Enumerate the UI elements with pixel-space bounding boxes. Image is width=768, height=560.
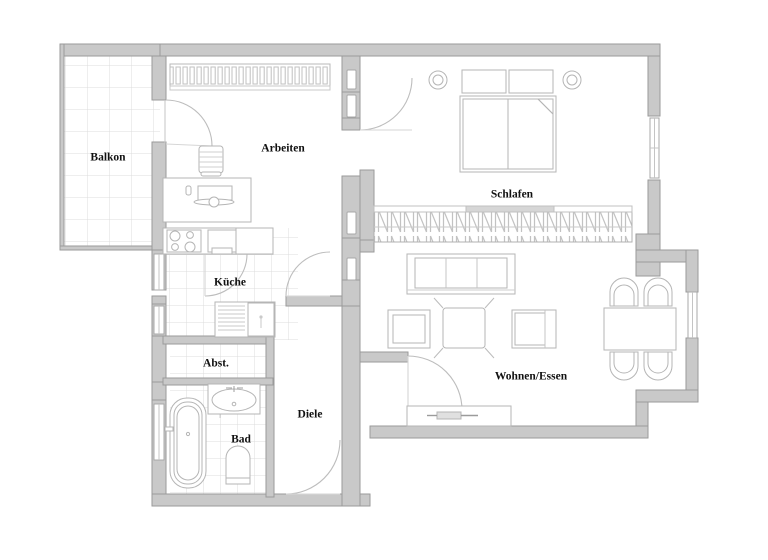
desk-stand [208,196,220,208]
mouse [185,185,192,196]
window-center-2 [346,94,357,118]
dining-table [603,307,677,351]
bad-furniture [164,383,261,489]
wall-right-upper-b [647,179,661,235]
wall-right-top [647,55,661,117]
kueche-furniture [162,227,276,338]
wall-balkon-arbeiten-upper [151,55,167,101]
room-label-bad: Bad [231,434,251,446]
counter-right [235,227,274,255]
room-label-diele: Diele [298,409,323,421]
door-diele-bad [285,439,341,495]
room-label-kueche: Küche [214,277,246,289]
appliance-row [214,301,276,338]
abst-floor [170,342,266,382]
toilet [225,445,251,485]
door-diele-wohnen [407,355,463,411]
window-right-schlafen [649,117,660,179]
chair-3 [609,351,639,381]
armchair-left [387,309,431,349]
wall-center-top-c [341,117,361,131]
room-label-abst: Abst. [203,358,229,370]
wall-center-mid-c [341,279,361,307]
window-bay-right [687,291,698,339]
window-left-kueche [153,253,165,291]
media-console [406,405,512,427]
wall-bay-bottom [635,389,699,403]
window-center-3 [346,211,357,235]
wall-schlafen-left [359,169,375,241]
washbasin [207,383,261,415]
windows [153,69,698,461]
cooktop [166,229,202,253]
wall-top-balkon [59,43,161,57]
pillow-left [461,69,507,94]
sofa [406,253,516,295]
chair-1 [609,277,639,307]
wardrobe-hanging [373,205,633,243]
wall-kueche-diele [285,295,343,307]
tub-tap [164,426,174,432]
wall-left-kueche-b [151,295,167,305]
wall-top-main [159,43,661,57]
sink [207,229,237,255]
wohnen-furniture [387,253,677,427]
window-center-4 [346,257,357,281]
pillow-right [508,69,554,94]
room-label-wohnen: Wohnen/Essen [495,371,568,383]
wall-center-low [341,305,361,507]
door-kueche-diele [285,251,331,297]
window-left-bad [153,403,165,461]
wall-right-step-a [635,233,661,251]
bathtub [164,397,207,489]
office-chair [198,145,224,177]
room-label-schlafen: Schlafen [491,189,534,201]
window-left-abst [153,305,165,335]
chair-4 [643,351,673,381]
wall-bay-right-a [685,249,699,293]
room-label-balkon: Balkon [90,152,126,164]
wall-diele-wohnen [359,351,409,363]
wall-wohnen-bottom [369,425,649,439]
radiator-top [169,63,331,91]
chair-2 [643,277,673,307]
dining-chairs [609,277,673,381]
room-label-arbeiten: Arbeiten [261,143,305,155]
schlafen-furniture [373,69,633,243]
desk [162,177,252,223]
nightstand-left [428,70,448,90]
double-bed [459,95,557,173]
tv [436,411,462,420]
window-center-1 [346,69,357,90]
wall-bad-right [265,384,275,498]
wall-bay-right-b [685,337,699,391]
door-kueche [204,253,248,297]
wall-kueche-right [265,335,275,385]
arbeiten-furniture [162,63,331,223]
wall-balkon-left [59,43,65,251]
armchair-right [511,309,557,349]
wall-balkon-bottom [59,245,165,251]
coffee-table [433,297,495,359]
wall-bottom-left [151,493,349,507]
door-arbeiten-schlafen [359,77,413,131]
nightstand-right [562,70,582,90]
room-labels: Balkon Arbeiten Küche Abst. Bad Diele Sc… [90,143,567,446]
balkon-floor [62,54,160,250]
